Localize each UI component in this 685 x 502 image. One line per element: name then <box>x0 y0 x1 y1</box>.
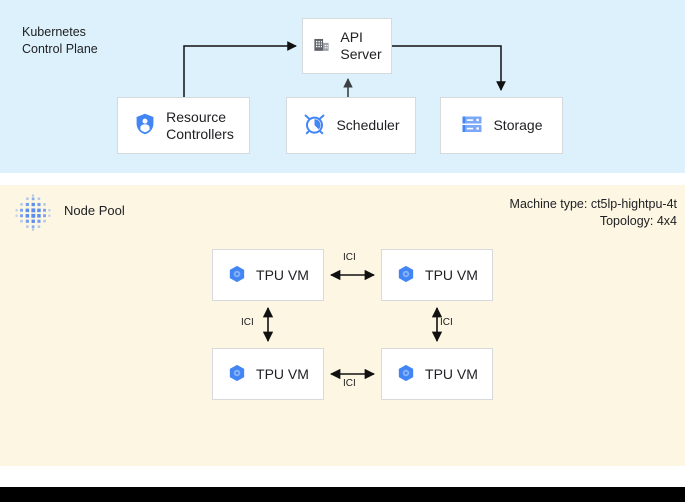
node-api-server[interactable]: API Server <box>302 18 392 74</box>
ici-edge-label: ICI <box>343 378 356 389</box>
node-scheduler[interactable]: Scheduler <box>286 97 416 154</box>
shield-person-icon <box>133 112 157 139</box>
node-tpu-vm[interactable]: TPU VM <box>212 249 324 301</box>
node-tpu-vm[interactable]: TPU VM <box>212 348 324 400</box>
bottom-bar <box>0 487 685 502</box>
node-label: Resource Controllers <box>166 108 234 142</box>
node-label: TPU VM <box>256 266 309 283</box>
ici-edge-label: ICI <box>241 317 254 328</box>
node-label: Scheduler <box>336 117 400 133</box>
tpu-hexagon-icon <box>227 363 247 386</box>
node-resource-controllers[interactable]: Resource Controllers <box>117 97 250 154</box>
node-storage[interactable]: Storage <box>440 97 563 154</box>
node-pool-title: Node Pool <box>64 203 125 218</box>
tpu-hexagon-icon <box>227 264 247 287</box>
tpu-hexagon-icon <box>396 264 416 287</box>
node-label: TPU VM <box>256 365 309 382</box>
node-label: TPU VM <box>425 266 478 283</box>
server-rack-icon <box>460 112 484 139</box>
node-pool-panel <box>0 185 685 466</box>
node-pool-dots-icon <box>14 193 53 237</box>
node-tpu-vm[interactable]: TPU VM <box>381 249 493 301</box>
machine-metadata: Machine type: ct5lp-hightpu-4t Topology:… <box>510 196 677 230</box>
node-label: Storage <box>493 117 543 133</box>
server-building-icon <box>312 35 331 57</box>
machine-type-text: Machine type: ct5lp-hightpu-4t <box>509 197 677 211</box>
control-plane-title: Kubernetes Control Plane <box>22 25 98 56</box>
ici-edge-label: ICI <box>440 317 453 328</box>
node-tpu-vm[interactable]: TPU VM <box>381 348 493 400</box>
topology-text: Topology: 4x4 <box>599 214 677 228</box>
ici-edge-label: ICI <box>343 252 356 263</box>
node-label: TPU VM <box>425 365 478 382</box>
tpu-hexagon-icon <box>396 363 416 386</box>
alarm-clock-icon <box>302 112 327 140</box>
node-label: API Server <box>340 29 382 62</box>
